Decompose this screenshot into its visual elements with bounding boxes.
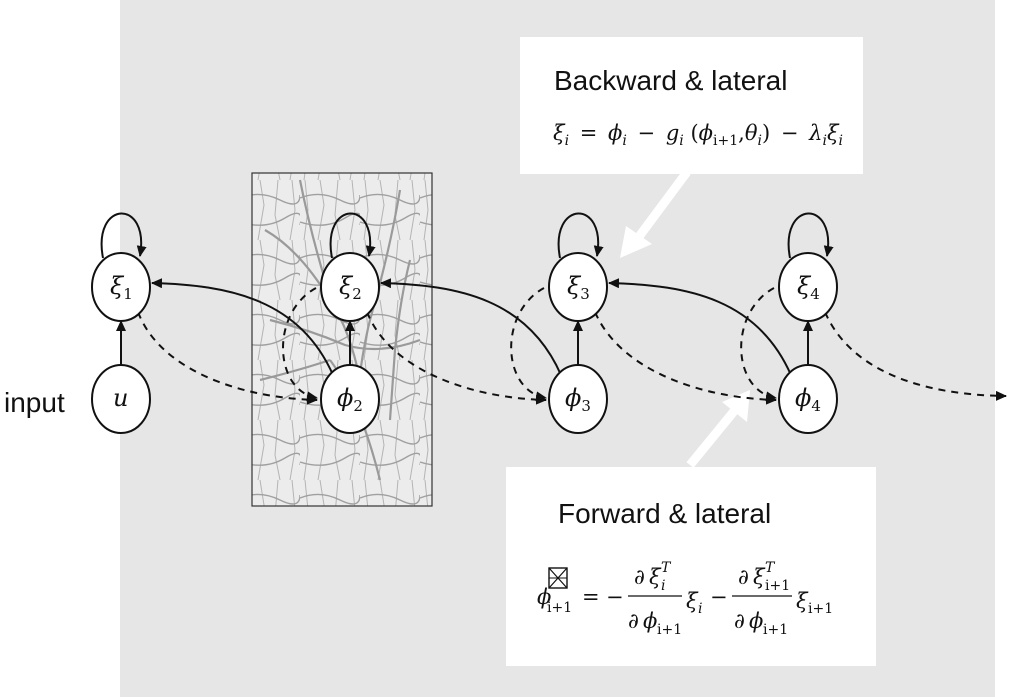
svg-text:ξ: ξ xyxy=(686,589,699,613)
node-phi4: ϕ4 xyxy=(778,364,838,434)
svg-text:ϕ3: ϕ3 xyxy=(565,384,591,415)
svg-text:∂: ∂ xyxy=(734,609,745,633)
svg-text:i+1: i+1 xyxy=(763,622,788,638)
forward-box: Forward & lateral ϕ i+1 = − ∂ ξ i T ∂ ϕ … xyxy=(506,467,876,666)
svg-text:i+1: i+1 xyxy=(657,622,682,638)
svg-text:−: − xyxy=(710,585,728,609)
node-phi3: ϕ3 xyxy=(548,364,608,434)
edge-xi4-out xyxy=(824,311,1007,401)
svg-text:ξ3: ξ3 xyxy=(567,272,590,303)
node-xi1: ξ1 xyxy=(91,252,151,322)
edge-xi3-phi3 xyxy=(510,282,557,402)
edge-xi3-phi4 xyxy=(594,311,777,405)
node-xi2: ξ2 xyxy=(320,252,380,322)
svg-text:T: T xyxy=(765,560,776,576)
node-u: u xyxy=(91,364,151,434)
edge-phi2-xi1 xyxy=(151,278,334,376)
svg-text:i+1: i+1 xyxy=(808,601,833,617)
svg-text:∂: ∂ xyxy=(738,565,749,589)
backward-equation: ξi = ϕi − gi (ϕi+1,θi) − λiξi xyxy=(553,121,843,150)
svg-text:i+1: i+1 xyxy=(547,600,572,616)
self-loop-xi3 xyxy=(557,212,604,259)
svg-text:ξ: ξ xyxy=(753,565,766,589)
svg-text:∂: ∂ xyxy=(628,609,639,633)
backward-box-title: Backward & lateral xyxy=(554,65,787,96)
edge-xi2-phi3 xyxy=(366,311,547,405)
svg-text:u: u xyxy=(113,384,128,412)
edge-phi3-xi2 xyxy=(380,278,562,376)
self-loop-xi4 xyxy=(787,212,834,259)
svg-text:T: T xyxy=(661,560,672,576)
svg-text:ξ: ξ xyxy=(796,589,809,613)
svg-text:−: − xyxy=(606,585,624,609)
edge-xi2-phi2 xyxy=(282,282,329,402)
svg-text:ξ4: ξ4 xyxy=(797,272,820,303)
svg-text:ϕ: ϕ xyxy=(749,609,763,633)
callout-arrow-backward xyxy=(620,169,691,258)
svg-text:∂: ∂ xyxy=(634,565,645,589)
svg-text:ξ: ξ xyxy=(649,565,662,589)
edge-phi4-xi3 xyxy=(608,278,792,376)
svg-text:i+1: i+1 xyxy=(765,578,790,594)
svg-text:=: = xyxy=(582,585,600,609)
forward-equation: ϕ i+1 = − ∂ ξ i T ∂ ϕ i+1 ξ i − ∂ ξ i+1 … xyxy=(537,560,833,638)
edge-xi4-phi4 xyxy=(740,282,787,402)
svg-text:i: i xyxy=(698,601,702,617)
node-phi2: ϕ2 xyxy=(320,364,380,434)
self-loop-xi1 xyxy=(100,212,147,259)
svg-text:ϕ4: ϕ4 xyxy=(795,384,821,415)
svg-text:ϕ: ϕ xyxy=(643,609,657,633)
neuron-image xyxy=(251,172,433,507)
edge-xi1-phi2 xyxy=(137,311,318,405)
svg-text:i: i xyxy=(661,578,665,594)
svg-text:ξ2: ξ2 xyxy=(339,272,362,303)
node-xi4: ξ4 xyxy=(778,252,838,322)
svg-text:ϕ2: ϕ2 xyxy=(337,384,363,415)
svg-text:ξ1: ξ1 xyxy=(110,272,133,303)
svg-text:ϕ: ϕ xyxy=(537,585,551,609)
forward-box-title: Forward & lateral xyxy=(558,498,771,529)
node-xi3: ξ3 xyxy=(548,252,608,322)
callout-arrow-forward xyxy=(686,390,750,468)
input-label: input xyxy=(4,387,65,418)
self-loop-xi2 xyxy=(329,212,376,259)
backward-box: Backward & lateral ξi = ϕi − gi (ϕi+1,θi… xyxy=(520,37,863,174)
